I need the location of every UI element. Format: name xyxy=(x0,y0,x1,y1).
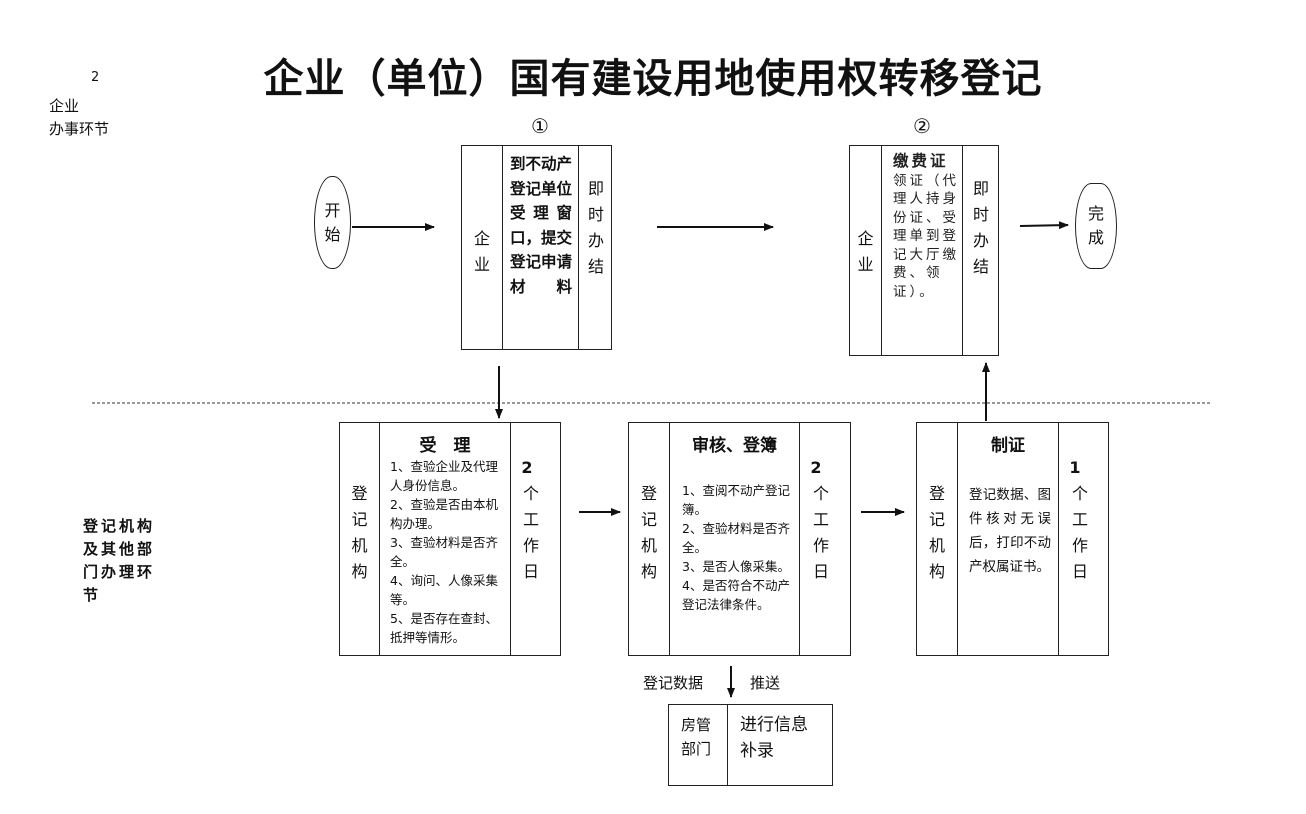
accept-item: 2、查验是否由本机构办理。 xyxy=(390,497,498,531)
step2-box: 企 业 缴费证领证（代理人持身份证、受理单到登记大厅缴费、领证）。 即 时 办 … xyxy=(849,145,999,356)
lane-label-enterprise: 企业 办事环节 xyxy=(49,97,110,138)
end-label: 完 成 xyxy=(1087,204,1104,247)
certify-time-num: 1 xyxy=(1069,458,1081,477)
push-right-label: 推送 xyxy=(750,674,781,692)
push-left-label: 登记数据 xyxy=(643,674,704,692)
housing-content: 进行信息 补录 xyxy=(740,715,808,761)
review-items: 1、查阅不动产登记簿。 2、查验材料是否齐全。 3、是否人像采集。 4、是否符合… xyxy=(682,481,794,614)
page-number: 2 xyxy=(91,70,100,85)
accept-time-num: 2 xyxy=(521,458,533,477)
review-heading: 审核、登簿 xyxy=(692,436,777,456)
step2-content-bold: 缴费证 xyxy=(893,152,949,170)
step2-content-rest: 领证（代理人持身份证、受理单到登记大厅缴费、领证）。 xyxy=(893,172,959,300)
step1-box: 企 业 到不动产登记单位受理窗口，提交登记申请材料 即 时 办 结 xyxy=(461,145,612,350)
certify-actor: 登 记 机 构 xyxy=(928,484,945,581)
review-box: 登 记 机 构 审核、登簿 1、查阅不动产登记簿。 2、查验材料是否齐全。 3、… xyxy=(628,422,851,656)
page-title: 企业（单位）国有建设用地使用权转移登记 xyxy=(263,56,1043,102)
accept-time-unit: 个 工 作 日 xyxy=(522,484,539,581)
review-time-num: 2 xyxy=(810,458,822,477)
certify-heading: 制证 xyxy=(991,436,1025,456)
accept-item: 3、查验材料是否齐全。 xyxy=(390,535,498,569)
accept-items: 1、查验企业及代理人身份信息。 2、查验是否由本机构办理。 3、查验材料是否齐全… xyxy=(390,457,504,647)
step1-content: 到不动产登记单位受理窗口，提交登记申请材料 xyxy=(510,155,573,296)
certify-time-unit: 个 工 作 日 xyxy=(1071,484,1088,581)
housing-actor: 房管 部门 xyxy=(681,716,712,758)
certify-content: 登记数据、图件核对无误后，打印不动产权属证书。 xyxy=(969,487,1051,575)
accept-box: 登 记 机 构 受 理 1、查验企业及代理人身份信息。 2、查验是否由本机构办理… xyxy=(339,422,561,656)
accept-heading: 受 理 xyxy=(419,436,471,456)
step-marker-1: ① xyxy=(531,114,549,138)
review-item: 3、是否人像采集。 xyxy=(682,559,790,574)
step2-actor: 企 业 xyxy=(857,229,874,274)
lane-label-registry: 登记机构 及其他部 门办理环 节 xyxy=(83,517,156,604)
step2-content: 缴费证领证（代理人持身份证、受理单到登记大厅缴费、领证）。 xyxy=(893,152,959,301)
accept-actor: 登 记 机 构 xyxy=(351,484,368,581)
step1-actor: 企 业 xyxy=(473,229,490,274)
review-item: 4、是否符合不动产登记法律条件。 xyxy=(682,578,790,612)
review-time-unit: 个 工 作 日 xyxy=(812,484,829,581)
accept-item: 5、是否存在查封、抵押等情形。 xyxy=(390,611,498,645)
step2-time: 即 时 办 结 xyxy=(972,179,989,276)
certify-box: 登 记 机 构 制证 登记数据、图件核对无误后，打印不动产权属证书。 1 个 工… xyxy=(916,422,1109,656)
accept-item: 1、查验企业及代理人身份信息。 xyxy=(390,459,498,493)
step1-time: 即 时 办 结 xyxy=(587,179,604,276)
start-node: 开 始 xyxy=(314,176,351,269)
start-label: 开 始 xyxy=(324,200,341,244)
review-item: 1、查阅不动产登记簿。 xyxy=(682,483,790,517)
step-marker-2: ② xyxy=(913,114,931,138)
review-actor: 登 记 机 构 xyxy=(640,484,657,581)
arrow-step2-to-end xyxy=(1019,221,1069,230)
housing-box: 房管 部门 进行信息 补录 xyxy=(668,704,833,786)
end-node: 完 成 xyxy=(1075,183,1117,269)
accept-item: 4、询问、人像采集等。 xyxy=(390,573,498,607)
review-item: 2、查验材料是否齐全。 xyxy=(682,521,790,555)
